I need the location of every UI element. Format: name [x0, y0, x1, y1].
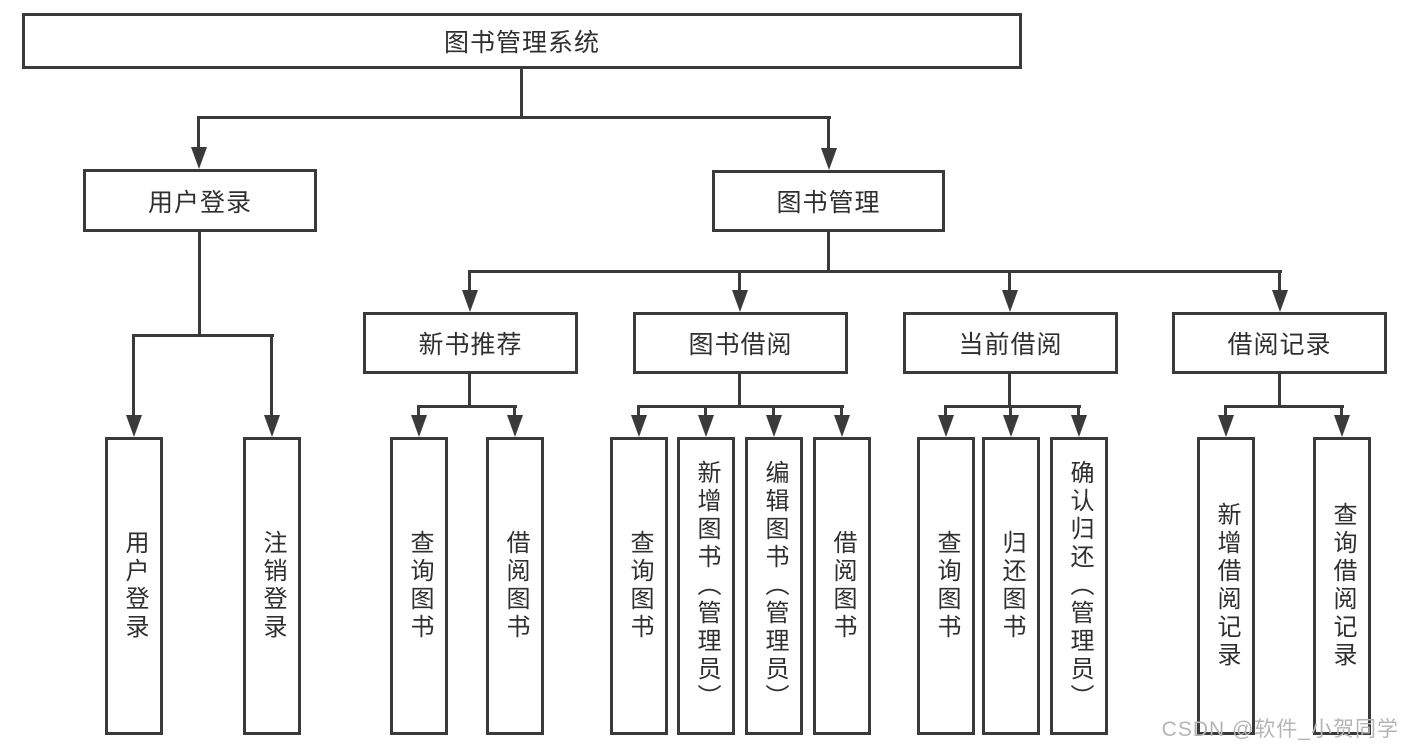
arrowhead-cb-confirm: [1071, 415, 1087, 437]
connector-cb-drop-3: [1077, 405, 1080, 419]
connector-new-book-stem: [468, 371, 471, 408]
arrowhead-cb-query: [938, 415, 954, 437]
node-borrowing-records: 借阅记录: [1172, 312, 1387, 374]
arrowhead-bb-borrow: [834, 415, 850, 437]
arrowhead-br-add: [1218, 415, 1234, 437]
connector-records-stem: [1278, 371, 1281, 408]
connector-cb-drop-1: [944, 405, 947, 419]
arrowhead-leaf-logout: [264, 415, 280, 437]
connector-drop-borrowing-records: [1278, 270, 1281, 294]
connector-user-login-drop-1: [132, 334, 135, 419]
connector-user-login-rail: [132, 334, 274, 337]
csdn-watermark: CSDN @软件_小贺同学: [1161, 718, 1399, 741]
node-new-book-recommend: 新书推荐: [363, 312, 578, 374]
leaf-borrow-query-books: 查询图书: [610, 437, 668, 735]
connector-drop-current-borrowing: [1008, 270, 1011, 294]
arrowhead-leaf-user-login: [126, 415, 142, 437]
leaf-records-add-record: 新增借阅记录: [1197, 437, 1255, 735]
connector-cb-drop-2: [1009, 405, 1012, 419]
connector-new-book-rail: [417, 405, 517, 408]
arrowhead-bb-add: [698, 415, 714, 437]
arrowhead-user-login: [191, 147, 207, 169]
leaf-records-query-record: 查询借阅记录: [1313, 437, 1371, 735]
node-current-borrowing: 当前借阅: [903, 312, 1118, 374]
leaf-borrow-edit-books-admin: 编辑图书（管理员）: [745, 437, 803, 735]
connector-new-book-drop-2: [513, 405, 516, 419]
connector-drop-new-book: [468, 270, 471, 294]
leaf-current-confirm-return-admin: 确认归还（管理员）: [1050, 437, 1108, 735]
connector-new-book-drop-1: [417, 405, 420, 419]
connector-bb-drop-2: [704, 405, 707, 419]
connector-bb-drop-4: [840, 405, 843, 419]
arrowhead-bb-query: [631, 415, 647, 437]
connector-root-rail: [197, 116, 831, 119]
connector-root-stem: [520, 66, 523, 119]
arrowhead-cb-return: [1003, 415, 1019, 437]
connector-user-login-drop-2: [270, 334, 273, 419]
leaf-current-query-books: 查询图书: [917, 437, 975, 735]
arrowhead-book-mgmt: [821, 148, 837, 170]
arrowhead-br-query: [1334, 415, 1350, 437]
connector-br-drop-1: [1224, 405, 1227, 419]
connector-drop-book-borrowing: [738, 270, 741, 294]
connector-br-drop-2: [1340, 405, 1343, 419]
connector-book-mgmt-stem: [827, 230, 830, 273]
connector-root-to-user-login: [197, 116, 200, 151]
node-book-management: 图书管理: [712, 170, 945, 232]
leaf-borrow-add-books-admin: 新增图书（管理员）: [677, 437, 735, 735]
leaf-user-login: 用户登录: [105, 437, 163, 735]
connector-current-stem: [1008, 371, 1011, 408]
connector-user-login-stem: [198, 230, 201, 337]
leaf-newbook-query-books: 查询图书: [390, 437, 448, 735]
arrowhead-bb-edit: [766, 415, 782, 437]
node-book-borrowing: 图书借阅: [633, 312, 848, 374]
connector-records-rail: [1224, 405, 1344, 408]
connector-root-to-book-mgmt: [827, 116, 830, 152]
connector-current-rail: [944, 405, 1081, 408]
connector-book-borrow-stem: [738, 371, 741, 408]
node-library-system: 图书管理系统: [22, 13, 1022, 69]
node-user-login: 用户登录: [83, 169, 317, 232]
arrowhead-new-book: [462, 290, 478, 312]
leaf-borrow-borrow-books: 借阅图书: [813, 437, 871, 735]
connector-bb-drop-1: [637, 405, 640, 419]
leaf-newbook-borrow-books: 借阅图书: [486, 437, 544, 735]
arrowhead-current-borrowing: [1002, 290, 1018, 312]
connector-bb-drop-3: [772, 405, 775, 419]
arrowhead-borrowing-records: [1272, 290, 1288, 312]
leaf-current-return-books: 归还图书: [982, 437, 1040, 735]
connector-book-borrow-rail: [637, 405, 844, 408]
arrowhead-nb-query: [411, 415, 427, 437]
arrowhead-nb-borrow: [507, 415, 523, 437]
arrowhead-book-borrowing: [732, 290, 748, 312]
leaf-logout: 注销登录: [243, 437, 301, 735]
connector-book-mgmt-rail: [468, 270, 1282, 273]
